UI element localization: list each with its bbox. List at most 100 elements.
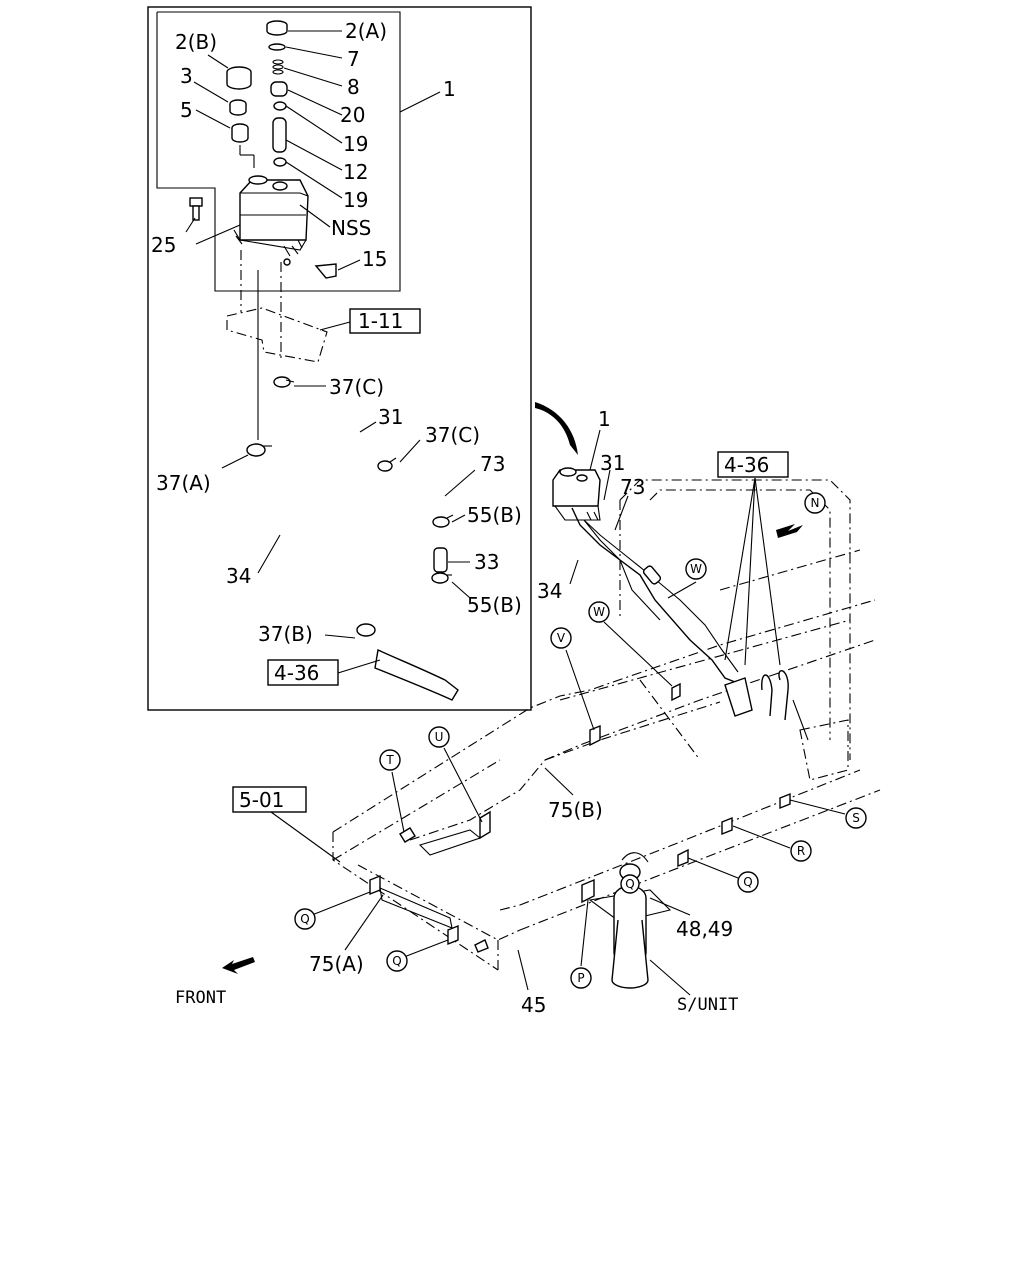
clamp-37a — [246, 443, 272, 457]
plug-3 — [229, 99, 247, 116]
label-37b: 37(B) — [258, 622, 313, 646]
marker-v: V — [550, 627, 572, 649]
label-19-upper: 19 — [343, 132, 368, 156]
svg-text:V: V — [557, 631, 566, 645]
svg-text:T: T — [385, 753, 394, 767]
label-5: 5 — [180, 98, 193, 122]
svg-text:U: U — [435, 730, 444, 744]
label-37c: 37(C) — [425, 423, 480, 447]
cap-2b — [226, 66, 252, 90]
hose-73 — [399, 476, 443, 523]
label-75a: 75(A) — [309, 952, 364, 976]
brackets — [369, 682, 791, 953]
label-main-34: 34 — [537, 579, 562, 603]
label-2b: 2(B) — [175, 30, 217, 54]
mounting-plate — [226, 307, 328, 363]
leader-lines-hoses — [221, 385, 476, 674]
svg-text:S: S — [852, 811, 860, 825]
hose-end-436 — [374, 648, 459, 701]
marker-u: U — [428, 726, 450, 748]
fitting-5 — [231, 123, 255, 168]
clamp-37c — [377, 457, 397, 472]
label-37c-upper: 37(C) — [329, 375, 384, 399]
label-ref-5-01: 5-01 — [239, 788, 284, 812]
label-33: 33 — [474, 550, 499, 574]
label-19-lower: 19 — [343, 188, 368, 212]
marker-p: P — [570, 967, 592, 989]
seal-7 — [268, 43, 286, 51]
label-55b-upper: 55(B) — [467, 503, 522, 527]
label-20: 20 — [340, 103, 365, 127]
steering-unit — [611, 852, 649, 989]
label-25: 25 — [151, 233, 176, 257]
label-12: 12 — [343, 160, 368, 184]
label-31: 31 — [378, 405, 403, 429]
label-main-31: 31 — [600, 451, 625, 475]
oring-19a — [273, 101, 287, 111]
marker-n: N — [804, 492, 826, 514]
svg-text:N: N — [811, 496, 820, 510]
label-75b: 75(B) — [548, 798, 603, 822]
marker-w-lower: W — [588, 601, 610, 623]
svg-text:W: W — [690, 562, 702, 576]
pointer-arrow — [535, 402, 578, 455]
vehicle-reservoir — [552, 467, 601, 521]
label-37a: 37(A) — [156, 471, 211, 495]
label-48-49: 48,49 — [676, 917, 733, 941]
label-3: 3 — [180, 64, 193, 88]
label-73: 73 — [480, 452, 505, 476]
clamp-55b-bottom — [431, 572, 452, 584]
label-15: 15 — [362, 247, 387, 271]
detail-inset: 2(A) 7 8 20 19 12 19 NSS 2(B) 3 5 25 15 … — [147, 6, 532, 711]
label-front: FRONT — [175, 988, 226, 1008]
label-45: 45 — [521, 993, 546, 1017]
front-arrow — [222, 957, 255, 974]
leader-lines-main — [270, 429, 846, 996]
leader-lines-inset — [185, 30, 441, 331]
marker-q-unit: Q — [620, 874, 640, 894]
label-nss: NSS — [331, 216, 371, 240]
label-ref-4-36-inset: 4-36 — [274, 661, 319, 685]
label-main-73: 73 — [620, 475, 645, 499]
hose-34 — [252, 473, 365, 630]
svg-text:Q: Q — [300, 912, 309, 926]
bracket-15 — [314, 263, 337, 279]
svg-text:W: W — [593, 605, 605, 619]
svg-text:Q: Q — [743, 875, 752, 889]
hose-31 — [272, 399, 377, 465]
svg-text:P: P — [577, 971, 584, 985]
oring-19b — [273, 157, 287, 167]
ref-box-4-36-main — [717, 451, 789, 478]
frame-rails — [332, 599, 881, 971]
assembly-bracket-outline — [156, 11, 401, 292]
spring-8 — [272, 59, 284, 75]
arrow-n — [776, 524, 803, 540]
label-ref-4-36-main: 4-36 — [724, 453, 769, 477]
clamp-37c-top — [273, 376, 295, 388]
label-55b-lower: 55(B) — [467, 593, 522, 617]
marker-t: T — [379, 749, 401, 771]
vehicle-view: N W W V U T S R — [175, 402, 881, 1017]
ref-box-5-01 — [232, 786, 307, 813]
connector-33 — [433, 547, 448, 573]
label-s-unit: S/UNIT — [677, 995, 738, 1015]
clamp-55b-top — [432, 514, 454, 528]
tube-12 — [272, 117, 287, 153]
bolt-25 — [189, 197, 203, 221]
vehicle-lines — [571, 507, 809, 741]
label-34: 34 — [226, 564, 251, 588]
reservoir-tank — [233, 175, 309, 266]
label-1: 1 — [443, 77, 456, 101]
svg-text:Q: Q — [392, 954, 401, 968]
inset-frame — [147, 6, 532, 711]
svg-text:Q: Q — [625, 877, 634, 891]
valve-20 — [270, 81, 288, 97]
marker-q-right: Q — [737, 871, 759, 893]
label-main-1: 1 — [598, 407, 611, 431]
ref-box-4-36-inset — [267, 659, 339, 686]
marker-s: S — [845, 807, 867, 829]
marker-q-left: Q — [294, 908, 316, 930]
cab-outline — [619, 479, 861, 781]
cap-2a — [266, 20, 288, 36]
